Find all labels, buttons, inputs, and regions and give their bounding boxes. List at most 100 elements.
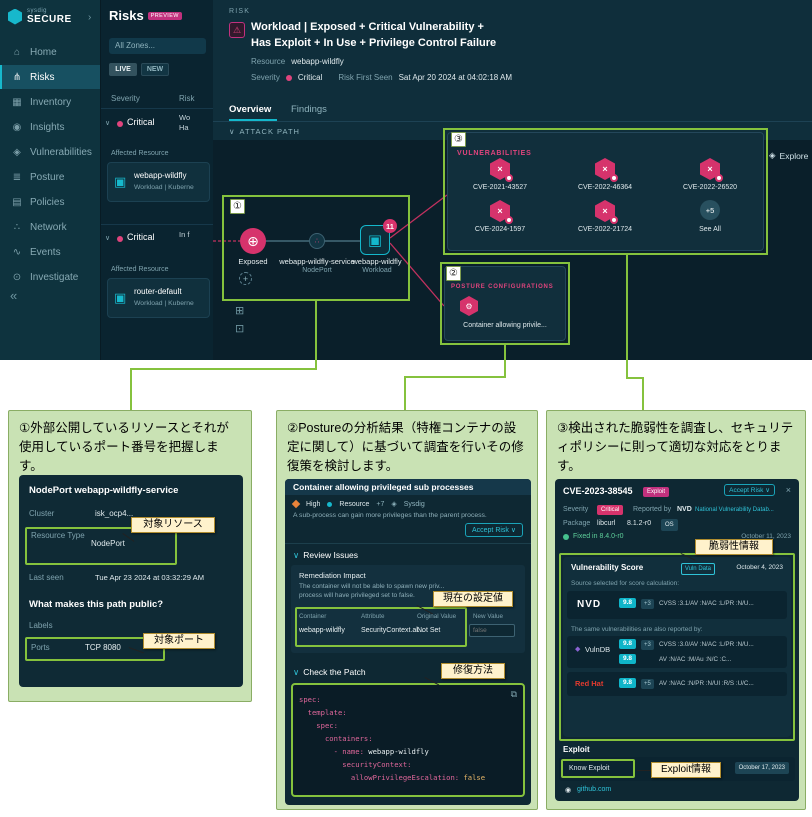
risk-title-line2: Has Exploit + In Use + Privilege Control…	[251, 37, 497, 49]
table-header-new-value: New Value	[473, 613, 503, 620]
new-button[interactable]: NEW	[141, 63, 169, 76]
code-value: webapp-wildfly	[368, 747, 429, 756]
service-node-name: webapp-wildfly-service	[279, 257, 355, 266]
fit-view-icon[interactable]: ⊞	[235, 305, 245, 317]
attack-path-header[interactable]: ∨ ATTACK PATH	[229, 127, 300, 136]
annotation-marker-1: ①	[230, 199, 245, 214]
risk-title-truncated[interactable]: Wo	[179, 113, 191, 122]
sidebar-item-risks[interactable]: ⋔Risks	[0, 65, 100, 89]
cve-node[interactable]: ×	[490, 200, 513, 224]
policies-icon: ▤	[12, 196, 22, 208]
sidebar-expand-icon[interactable]: ›	[88, 12, 92, 23]
code-line: spec:	[299, 721, 338, 730]
sidebar-item-posture[interactable]: ≣Posture	[0, 165, 100, 189]
service-node[interactable]: ∴	[309, 233, 325, 249]
service-detail-title: NodePort webapp-wildfly-service	[29, 485, 178, 496]
affected-resource-card[interactable]: ▣ webapp-wildfly Workload | Kuberne	[107, 162, 210, 202]
workload-node-type: Workload	[362, 267, 392, 274]
vulnerability-subicon	[610, 174, 618, 182]
risk-title-truncated[interactable]: In f	[179, 230, 190, 239]
row-expand-chevron[interactable]: ∨	[105, 120, 111, 127]
cvss-vector: CVSS :3.1/AV :N/AC :L/PR :N/U...	[659, 600, 754, 607]
accept-risk-button[interactable]: Accept Risk ∨	[464, 523, 523, 537]
finding-description: A sub-process can gain more privileges t…	[293, 512, 487, 519]
sidebar-item-insights[interactable]: ◉Insights	[0, 115, 100, 139]
check-patch-header[interactable]: ∨ Check the Patch	[293, 667, 366, 678]
connector-3	[626, 255, 628, 377]
reported-by-label: Reported by	[633, 506, 672, 513]
active-tab-underline	[229, 119, 277, 121]
sidebar-item-events[interactable]: ∿Events	[0, 240, 100, 264]
close-icon[interactable]: ×	[785, 485, 791, 495]
vulnerabilities-panel	[447, 132, 764, 251]
sidebar-item-investigate[interactable]: ⊙Investigate	[0, 265, 100, 289]
exposed-node[interactable]: ⊕	[240, 228, 266, 254]
severity-dot	[117, 121, 123, 127]
sidebar-item-label: Network	[30, 221, 67, 233]
resource-row: Resource webapp-wildfly	[251, 57, 344, 66]
more-cves-badge[interactable]: +5	[700, 200, 720, 220]
pan-view-icon[interactable]: ⊡	[235, 323, 245, 335]
cve-label[interactable]: CVE-2022-46364	[577, 184, 633, 191]
cve-label[interactable]: CVE-2021-43527	[472, 184, 528, 191]
vuln-data-date: October 4, 2023	[736, 564, 783, 571]
preview-badge: PREVIEW	[147, 11, 182, 20]
panel3-caption: ③検出された脆弱性を調査し、セキュリティポリシーに則って適切な対応をとります。	[557, 421, 794, 473]
cve-node[interactable]: ×	[595, 200, 618, 224]
connector-3	[642, 377, 644, 410]
sidebar-item-network[interactable]: ∴Network	[0, 215, 100, 239]
annotation-marker-2: ②	[446, 266, 461, 281]
vuln-data-badge[interactable]: Vuln Data	[680, 563, 715, 575]
copy-icon[interactable]: ⧉	[510, 689, 517, 699]
cve-node[interactable]: ×	[700, 158, 723, 182]
posture-finding-node[interactable]: ⚙	[460, 296, 480, 318]
affected-resource-card[interactable]: ▣ router-default Workload | Kuberne	[107, 278, 210, 318]
posture-finding-label[interactable]: Container allowing privile...	[463, 322, 547, 329]
add-node-button[interactable]: +	[239, 272, 252, 285]
connector-3	[626, 377, 644, 379]
resource-label: Resource	[339, 500, 370, 508]
cve-node[interactable]: ×	[490, 158, 513, 182]
cve-label[interactable]: CVE-2022-21724	[577, 226, 633, 233]
severity-label: Severity	[251, 73, 280, 82]
column-header-severity[interactable]: Severity	[111, 94, 140, 103]
brand-bottom: SECURE	[27, 14, 72, 25]
row-expand-chevron[interactable]: ∨	[105, 235, 111, 242]
accept-risk-button[interactable]: Accept Risk ∨	[724, 484, 775, 496]
review-issues-header[interactable]: ∨ Review Issues	[293, 550, 358, 561]
explore-button[interactable]: ◈ Explore	[769, 150, 808, 161]
resource-type-label: Resource Type	[31, 531, 85, 540]
severity-dot	[285, 74, 292, 81]
zones-filter[interactable]: All Zones...	[109, 38, 206, 54]
cve-label[interactable]: CVE-2022-26520	[682, 184, 738, 191]
score-row-nvd	[567, 591, 787, 619]
sidebar-item-home[interactable]: ⌂Home	[0, 40, 100, 64]
inventory-icon: ▦	[12, 96, 22, 108]
risk-title-truncated[interactable]: Ha	[179, 123, 189, 132]
sidebar-item-policies[interactable]: ▤Policies	[0, 190, 100, 214]
see-all-link[interactable]: See All	[699, 226, 721, 233]
live-button[interactable]: LIVE	[109, 63, 137, 76]
exploit-link[interactable]: github.com	[577, 786, 612, 793]
sidebar-item-vulnerabilities[interactable]: ◈Vulnerabilities	[0, 140, 100, 164]
also-reported-note: The same vulnerabilities are also report…	[571, 626, 703, 633]
vulnerability-subicon	[505, 216, 513, 224]
tab-overview[interactable]: Overview	[229, 104, 272, 115]
sidebar-item-inventory[interactable]: ▦ Inventory	[0, 90, 100, 114]
cve-node[interactable]: ×	[595, 158, 618, 182]
sidebar-item-label: Inventory	[30, 96, 72, 108]
cvss-score-badge: 9.8	[619, 639, 637, 649]
callout-leader	[128, 647, 145, 654]
cluster-label: Cluster	[29, 509, 55, 518]
sidebar-collapse-icon[interactable]: «	[10, 288, 18, 303]
column-header-risk[interactable]: Risk	[179, 94, 195, 103]
new-value-input[interactable]	[469, 624, 515, 637]
tab-findings[interactable]: Findings	[291, 104, 327, 115]
severity-label: Critical	[127, 117, 155, 127]
resource-value: webapp-wildfly	[291, 57, 344, 66]
sysdig-icon: ◈	[391, 501, 397, 508]
insights-icon: ◉	[12, 121, 22, 133]
cve-label[interactable]: CVE-2024-1597	[474, 226, 526, 233]
chevron-down-icon: ∨	[229, 127, 236, 136]
package-label: Package	[563, 520, 591, 527]
